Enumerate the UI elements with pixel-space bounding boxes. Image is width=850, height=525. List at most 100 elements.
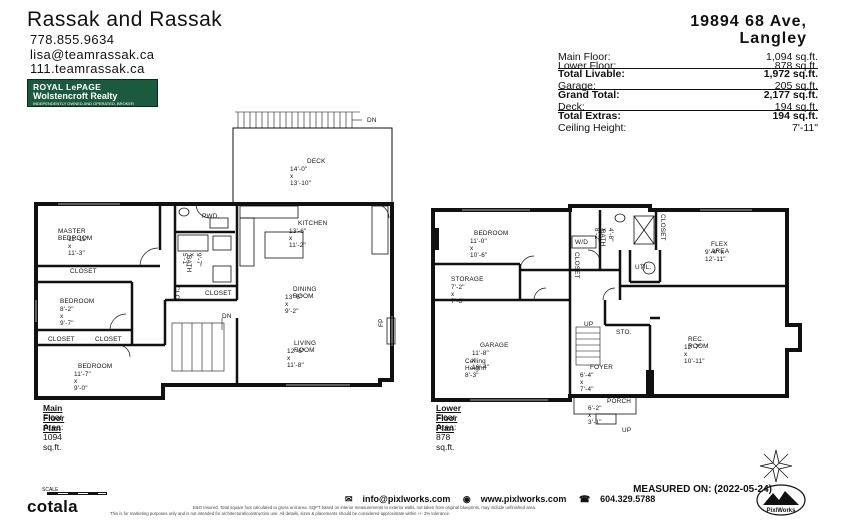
disclaimer-line1: E&O Insured. Total square foot calculate… [193, 505, 537, 510]
summary-label: Ceiling Height: [558, 122, 627, 134]
main-interior-walls [36, 204, 239, 385]
email-icon: ✉ [345, 494, 353, 504]
lower-stairs [575, 326, 601, 366]
summary-label: Total Extras: [558, 110, 621, 122]
main-windows [35, 203, 393, 386]
porch-label: PORCH [607, 398, 632, 405]
summary-row-deck: Deck: 194 sq.ft. [558, 102, 818, 113]
pixlworks-web: www.pixlworks.com [480, 494, 567, 504]
measured-date: MEASURED ON: (2022-05-24) [633, 484, 772, 495]
lower-bedroom-label: BEDROOM [474, 230, 509, 237]
brokerage-line3: INDEPENDENTLY OWNED AND OPERATED, BROKER [33, 101, 134, 106]
summary-value: 194 sq.ft. [774, 101, 818, 113]
garage-label: GARAGE [480, 342, 509, 349]
kitchen-counters [239, 205, 389, 267]
utility-label: UTIL. [635, 264, 652, 271]
deck-stairs [235, 111, 362, 128]
summary-label: Total Livable: [558, 68, 625, 80]
summary-label: Main Floor: [558, 51, 611, 63]
lower-bedroom-dimensions: 11'-0" x 10'-6" [470, 238, 488, 259]
fireplace-outline [386, 317, 396, 345]
summary-value: 7'-11" [792, 122, 818, 134]
scale-label: SCALE [42, 487, 59, 493]
lower-doors [519, 249, 616, 301]
summary-label: Lower Floor: [558, 60, 617, 72]
kitchen-label: KITCHEN [298, 220, 328, 227]
brokerage-line2: Wolstencroft Realty [33, 91, 118, 101]
kitchen-dimensions: 13'-6" x 11'-2" [289, 228, 307, 249]
flex-closet-label: CLOSET [659, 214, 666, 241]
storage-dimensions: 7'-2" x 7'-8" [451, 284, 465, 305]
main-plan-title: Main Floor Plan [43, 403, 65, 433]
summary-label: Garage: [558, 80, 596, 92]
flex-area-dimensions: 9'-4" x 12'-11" [705, 249, 726, 263]
address-line2: Langley [739, 30, 807, 47]
summary-row-total-extras: Total Extras: 194 sq.ft. [558, 110, 818, 122]
agent-phone: 778.855.9634 [30, 32, 115, 47]
bedroom2-label: BEDROOM [60, 298, 95, 305]
scale-bar [47, 492, 107, 495]
north-compass-icon [759, 449, 793, 483]
deck-dimensions: 14'-0" x 13'-10" [290, 166, 312, 187]
agent-email: lisa@teamrassak.ca [30, 47, 155, 62]
storage-label: STORAGE [451, 276, 484, 283]
main-plan-area: Floor Area: 1094 sq.ft. [43, 412, 64, 452]
lower-fixtures [571, 213, 656, 275]
summary-value: 1,094 sq.ft. [766, 51, 818, 63]
deck-dn-label: DN [367, 117, 377, 124]
pixlworks-logo: PixlWorks [756, 484, 806, 516]
porch-dimensions: 6'-2" x 3'-1" [588, 405, 602, 426]
dining-room-dimensions: 13'-6" x 9'-2" [285, 294, 303, 315]
main-stairs [171, 318, 225, 372]
summary-row-grand-total: Grand Total: 2,177 sq.ft. [558, 89, 818, 101]
flex-area-label: FLEX AREA [711, 241, 730, 255]
summary-label: Grand Total: [558, 89, 620, 101]
porch [573, 395, 637, 425]
globe-icon: ◉ [462, 494, 471, 504]
phone-icon: ☎ [578, 494, 591, 504]
summary-row-main: Main Floor: 1,094 sq.ft. [558, 52, 818, 63]
address-line1: 19894 68 Ave, [690, 13, 807, 30]
brokerage-line1: ROYAL LePAGE [33, 82, 102, 92]
lower-plan-title: Lower Floor Plan [436, 403, 462, 433]
summary-value: 194 sq.ft. [772, 110, 818, 122]
main-stairs-dn-label: DN [222, 313, 232, 320]
lower-plan-area: Floor Area: 878 sq.ft. [436, 412, 457, 452]
main-exterior-wall [34, 202, 394, 400]
living-room-label: LIVING ROOM [294, 340, 317, 354]
summary-row-lower: Lower Floor: 878 sq.ft. [558, 61, 818, 72]
summary-value: 2,177 sq.ft. [763, 89, 818, 101]
hall-closet-label: CLOSET [205, 290, 232, 297]
rec-room-label: REC. ROOM [688, 336, 709, 350]
garage-ceiling: Ceiling Height: 8'-3" [465, 358, 487, 379]
foyer-label: FOYER [590, 364, 614, 371]
deck-label: DECK [307, 158, 326, 165]
summary-row-garage: Garage: 205 sq.ft. [558, 81, 818, 92]
bedroom3-closet-label: CLOSET [95, 336, 122, 343]
lower-bath-dimensions: 4'-8" x 8'-2" [593, 228, 614, 242]
pixlworks-contact: ✉info@pixlworks.com ◉www.pixlworks.com ☎… [345, 494, 665, 505]
lower-windows [462, 209, 752, 401]
living-room-dimensions: 12'-6" x 11'-8" [287, 348, 305, 369]
bedroom2-dimensions: 8'-2" x 9'-7" [60, 306, 74, 327]
main-doors [109, 203, 390, 358]
agent-name: Rassak and Rassak [27, 8, 223, 31]
powder-room-label: PWD. [202, 213, 220, 220]
porch-up-label: UP [622, 427, 632, 434]
bedroom3-label: BEDROOM [78, 363, 113, 370]
garage-dimensions: 11'-8" x 16'-4" [472, 350, 490, 371]
dining-room-label: DINING ROOM [293, 286, 317, 300]
lower-interior-walls [433, 210, 787, 396]
pixlworks-phone: 604.329.5788 [600, 494, 656, 504]
summary-value: 205 sq.ft. [774, 80, 818, 92]
storage-sto-label: STO. [616, 329, 632, 336]
pixlworks-logo-text: PixlWorks [767, 508, 797, 514]
summary-value: 1,972 sq.ft. [763, 68, 818, 80]
master-bedroom-dimensions: 11'-11" x 11'-3" [68, 236, 89, 257]
summary-label: Deck: [558, 101, 585, 113]
washer-dryer-label: W/D [575, 239, 589, 246]
foyer-dimensions: 6'-4" x 7'-4" [580, 372, 594, 393]
bedroom3-dimensions: 11'-7" x 9'-0" [74, 371, 92, 392]
